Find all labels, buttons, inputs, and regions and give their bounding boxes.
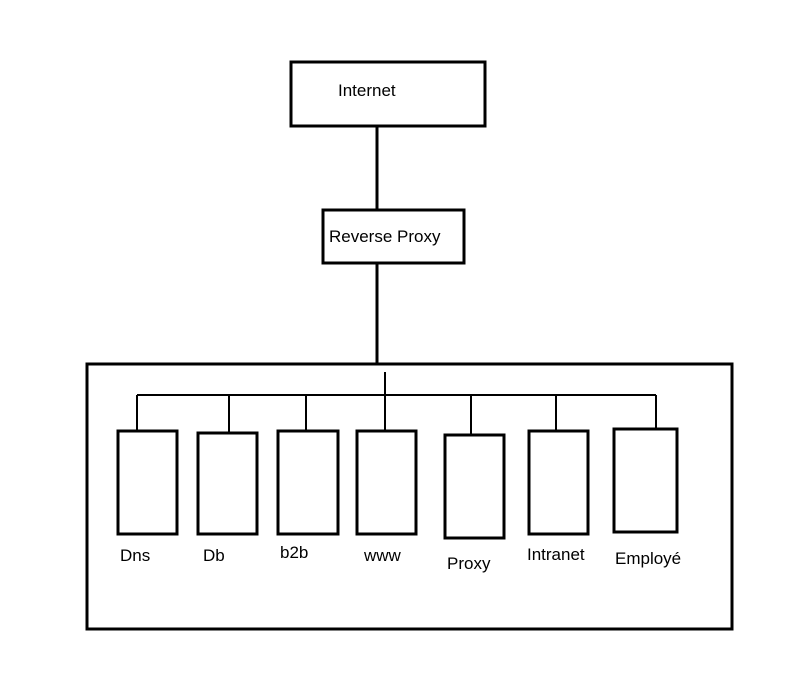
reverse-proxy-box [321,208,466,265]
server-label-b2b: b2b [280,543,309,562]
internet-box [289,60,487,128]
internal-network-container [85,362,734,631]
server-label-www: www [364,546,401,565]
server-box-proxy [443,433,506,540]
server-label-dns: Dns [120,546,151,565]
server-label-employe: Employé [615,549,682,568]
internet-label: Internet [338,81,396,100]
server-box-db [196,431,259,536]
server-box-intranet [527,429,590,536]
server-box-www [355,429,418,536]
reverse-proxy-label: Reverse Proxy [329,227,441,246]
server-box-dns [116,429,179,536]
server-label-intranet: Intranet [527,545,585,564]
server-label-proxy: Proxy [447,554,491,573]
server-label-db: Db [203,546,225,565]
server-box-b2b [276,429,340,536]
server-box-employe [612,427,679,534]
